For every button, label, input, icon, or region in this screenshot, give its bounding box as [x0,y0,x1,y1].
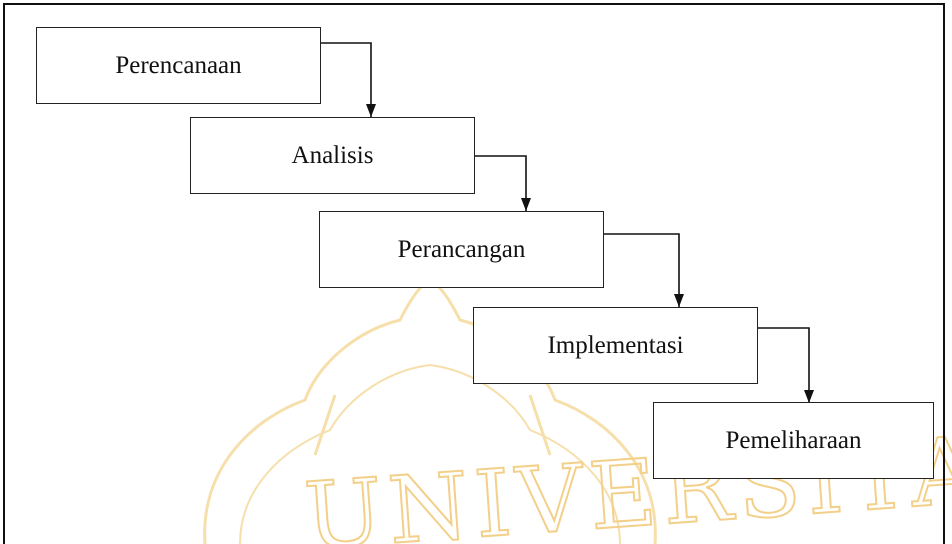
seal-inner-outline [239,363,621,544]
step-label: Analisis [291,141,374,169]
step-label: Perancangan [397,235,526,263]
step-pemeliharaan: Pemeliharaan [653,402,934,479]
step-implementasi: Implementasi [473,307,758,384]
arrowhead-2 [521,198,531,211]
arrow-perencanaan-to-analisis [320,42,372,118]
diagram-frame [3,3,945,544]
arrowhead-4 [804,390,814,403]
step-perancangan: Perancangan [319,211,604,288]
step-analisis: Analisis [190,117,475,194]
arrowhead-1 [366,104,376,117]
step-label: Perencanaan [115,51,242,79]
step-label: Pemeliharaan [725,426,862,454]
arrow-implementasi-to-pemeliharaan [757,327,810,404]
step-perencanaan: Perencanaan [36,27,321,104]
step-label: Implementasi [547,331,684,359]
arrow-analisis-to-perancangan [474,155,527,212]
arrowhead-3 [674,294,684,307]
arrow-perancangan-to-implementasi [603,233,680,308]
